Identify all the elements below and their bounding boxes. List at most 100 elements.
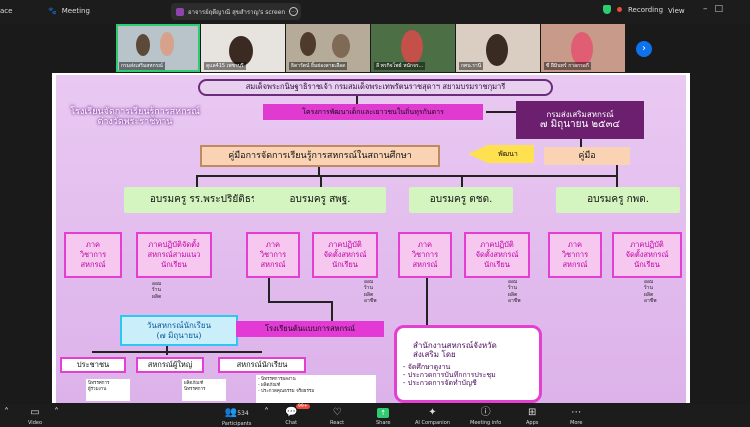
video-button[interactable]: ▭ Video bbox=[28, 407, 42, 426]
department-date: ๗ มิถุนายน ๒๕๓๔ bbox=[539, 118, 621, 130]
apps-grid-icon: ⊞ bbox=[527, 407, 537, 418]
participant-tile[interactable]: ดูแล415 เพชรบุรี bbox=[201, 24, 285, 72]
model-school-box: โรงเรียนต้นแบบการสหกรณ์ bbox=[236, 321, 384, 337]
meeting-menu[interactable]: 🐾 Meeting bbox=[48, 7, 90, 15]
info-icon: ⓘ bbox=[480, 407, 491, 418]
participants-button[interactable]: 👥534 Participants bbox=[222, 407, 251, 427]
connector bbox=[331, 301, 333, 321]
school-title: โรงเรียนจัดการเรียนรู้การสหกรณ์ ต่างวัดพ… bbox=[60, 101, 210, 133]
participants-caret[interactable]: ˄ bbox=[264, 407, 269, 419]
share-arrow-icon: ↑ bbox=[377, 408, 390, 418]
participant-tile[interactable]: กศน.รานี bbox=[456, 24, 540, 72]
theory-box: ภาค วิชาการ สหกรณ์ bbox=[548, 232, 602, 278]
theory-box: ภาค วิชาการ สหกรณ์ bbox=[64, 232, 122, 278]
connector bbox=[486, 111, 516, 113]
app-name: ace bbox=[0, 7, 13, 15]
training-box: อบรมครู กพด. bbox=[556, 187, 680, 213]
connector bbox=[166, 345, 168, 355]
participants-count: 534 bbox=[237, 410, 249, 417]
meeting-toolbar: ˄ ▭ Video ˄ 👥534 Participants ˄ 💬 Chat 9… bbox=[0, 404, 750, 427]
provincial-item: - จัดศึกษาดูงาน bbox=[403, 362, 451, 371]
window-controls: – □ bbox=[703, 4, 723, 14]
connector bbox=[318, 167, 320, 175]
more-dots-icon: ⋯ bbox=[571, 407, 582, 418]
coop-day-box: วันสหกรณ์นักเรียน (๗ มิถุนายน) bbox=[120, 315, 238, 346]
participant-tile[interactable]: ธิดารัตน์ ยิ้มย่องสายเลือด bbox=[286, 24, 370, 72]
training-box: อบรมครู สพฐ. bbox=[254, 187, 386, 213]
meeting-info-button[interactable]: ⓘ Meeting info bbox=[470, 407, 501, 426]
person-image bbox=[401, 30, 423, 64]
video-camera-icon: ▭ bbox=[30, 407, 40, 418]
video-label: Video bbox=[28, 420, 43, 426]
share-owner-label: อาจารย์ฤดีญาณี สุขสำราญ's screen bbox=[188, 8, 286, 16]
school-line-1: โรงเรียนจัดการเรียนรู้การสหกรณ์ bbox=[70, 106, 200, 117]
coop-day-title: วันสหกรณ์นักเรียน bbox=[146, 321, 212, 331]
leaf-box: ประชาชน bbox=[60, 357, 126, 373]
department-box: กรมส่งเสริมสหกรณ์ ๗ มิถุนายน ๒๕๓๔ bbox=[516, 101, 644, 139]
participants-label: Participants bbox=[222, 421, 252, 427]
practice-box: ภาคปฏิบัติ จัดตั้งสหกรณ์ นักเรียน bbox=[312, 232, 378, 278]
chat-label: Chat bbox=[285, 420, 298, 426]
recording-label: Recording bbox=[628, 5, 664, 14]
record-dot-icon bbox=[617, 7, 622, 12]
provincial-item: - ประกวดการบันทึกการประชุม bbox=[403, 370, 496, 379]
person-image bbox=[229, 36, 253, 66]
participant-tile[interactable]: กรมส่งเสริมสหกรณ์ bbox=[116, 24, 200, 72]
apps-button[interactable]: ⊞ Apps bbox=[526, 407, 538, 426]
practice-box: ภาคปฏิบัติ จัดตั้งสหกรณ์ นักเรียน bbox=[612, 232, 682, 278]
connector bbox=[616, 165, 618, 187]
screen-share-indicator[interactable]: อาจารย์ฤดีญาณี สุขสำราญ's screen … bbox=[171, 3, 301, 20]
apps-label: Apps bbox=[526, 420, 539, 426]
person-image bbox=[300, 32, 316, 56]
share-button[interactable]: ↑ Share bbox=[376, 407, 390, 426]
school-line-2: ต่างวัดพระราชทาน bbox=[97, 117, 173, 127]
sparkle-icon: ✦ bbox=[428, 407, 437, 418]
connector bbox=[92, 351, 262, 353]
participant-tile[interactable]: ลี พรกิจโพธ์ หนักจร... bbox=[371, 24, 455, 72]
person-image bbox=[571, 32, 593, 66]
recording-status[interactable]: Recording bbox=[603, 5, 663, 14]
chat-button[interactable]: 💬 Chat bbox=[285, 407, 297, 426]
connector bbox=[268, 278, 270, 302]
connector bbox=[461, 175, 463, 187]
detail-box: นิทรรศการ ผู้ร่วมงาน bbox=[86, 379, 130, 401]
share-label: Share bbox=[376, 420, 391, 426]
chat-bubble-icon: 💬 bbox=[285, 407, 298, 418]
audio-caret[interactable]: ˄ bbox=[4, 407, 9, 419]
manual-box: คู่มือ bbox=[544, 147, 630, 165]
more-label: More bbox=[570, 420, 583, 426]
ai-label: AI Companion bbox=[415, 420, 450, 426]
slide-content: สมเด็จพระกนิษฐาธิราชเจ้า กรมสมเด็จพระเทพ… bbox=[56, 75, 686, 403]
connector bbox=[580, 139, 582, 147]
chevron-up-icon: ˄ bbox=[264, 407, 269, 418]
provincial-office-box: สำนักงานสหกรณ์จังหวัด ส่งเสริม โดย - จัด… bbox=[394, 325, 542, 403]
info-label: Meeting info bbox=[470, 420, 502, 426]
react-button[interactable]: ♡ React bbox=[330, 407, 344, 426]
connector bbox=[426, 278, 428, 325]
practice-box: ภาคปฏิบัติ จัดตั้งสหกรณ์ นักเรียน bbox=[464, 232, 530, 278]
more-icon[interactable]: … bbox=[289, 7, 299, 16]
participant-tile[interactable]: ซี ฝีมินทร์ กาลกรอกี bbox=[541, 24, 625, 72]
practice-box: ภาคปฏิบัติจัดตั้ง สหกรณ์สามแนว นักเรียน bbox=[136, 232, 212, 278]
chevron-up-icon: ˄ bbox=[54, 407, 59, 418]
more-button[interactable]: ⋯ More bbox=[570, 407, 582, 426]
maximize-icon[interactable]: □ bbox=[714, 4, 724, 14]
participant-name: ซี ฝีมินทร์ กาลกรอกี bbox=[544, 62, 591, 70]
chevron-up-icon: ˄ bbox=[4, 407, 9, 418]
theory-box: ภาค วิชาการ สหกรณ์ bbox=[246, 232, 300, 278]
shield-icon bbox=[603, 5, 611, 14]
video-caret[interactable]: ˄ bbox=[54, 407, 59, 419]
share-icon bbox=[176, 7, 184, 16]
theory-box: ภาค วิชาการ สหกรณ์ bbox=[398, 232, 452, 278]
minimize-icon[interactable]: – bbox=[703, 4, 708, 14]
department-name: กรมส่งเสริมสหกรณ์ bbox=[546, 109, 614, 119]
participant-name: ลี พรกิจโพธ์ หนักจร... bbox=[374, 62, 426, 70]
ai-companion-button[interactable]: ✦ AI Companion bbox=[415, 407, 450, 426]
paw-icon: 🐾 bbox=[48, 7, 57, 15]
view-button[interactable]: View bbox=[668, 7, 685, 15]
connector bbox=[320, 175, 322, 187]
next-page-icon[interactable]: › bbox=[636, 41, 652, 57]
chat-badge: 99+ bbox=[296, 404, 310, 409]
develop-arrow: พัฒนา bbox=[468, 145, 534, 163]
project-box: โครงการพัฒนาเด็กและเยาวชนในถิ่นทุรกันดาร bbox=[263, 104, 483, 120]
